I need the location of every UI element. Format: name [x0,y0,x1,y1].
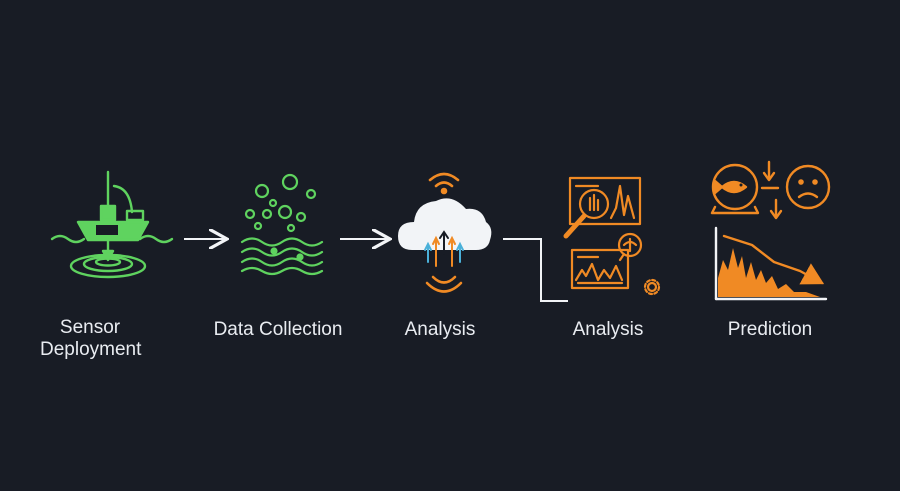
magnifier-charts-brain-icon [563,176,661,296]
step-label-analysis-cloud: Analysis [404,319,476,340]
cloud-upload-wireless-icon [398,172,492,293]
flow-connector-3 [503,238,568,302]
step-label-sensor-deployment: Sensor Deployment [40,317,142,360]
step-label-analysis-charts: Analysis [572,319,644,340]
step-label-prediction: Prediction [727,319,813,340]
water-waves-particles-icon [240,173,324,276]
buoy-sensor-icon [50,170,174,279]
step-label-data-collection: Data Collection [213,319,343,340]
fish-decline-chart-icon [710,160,831,301]
